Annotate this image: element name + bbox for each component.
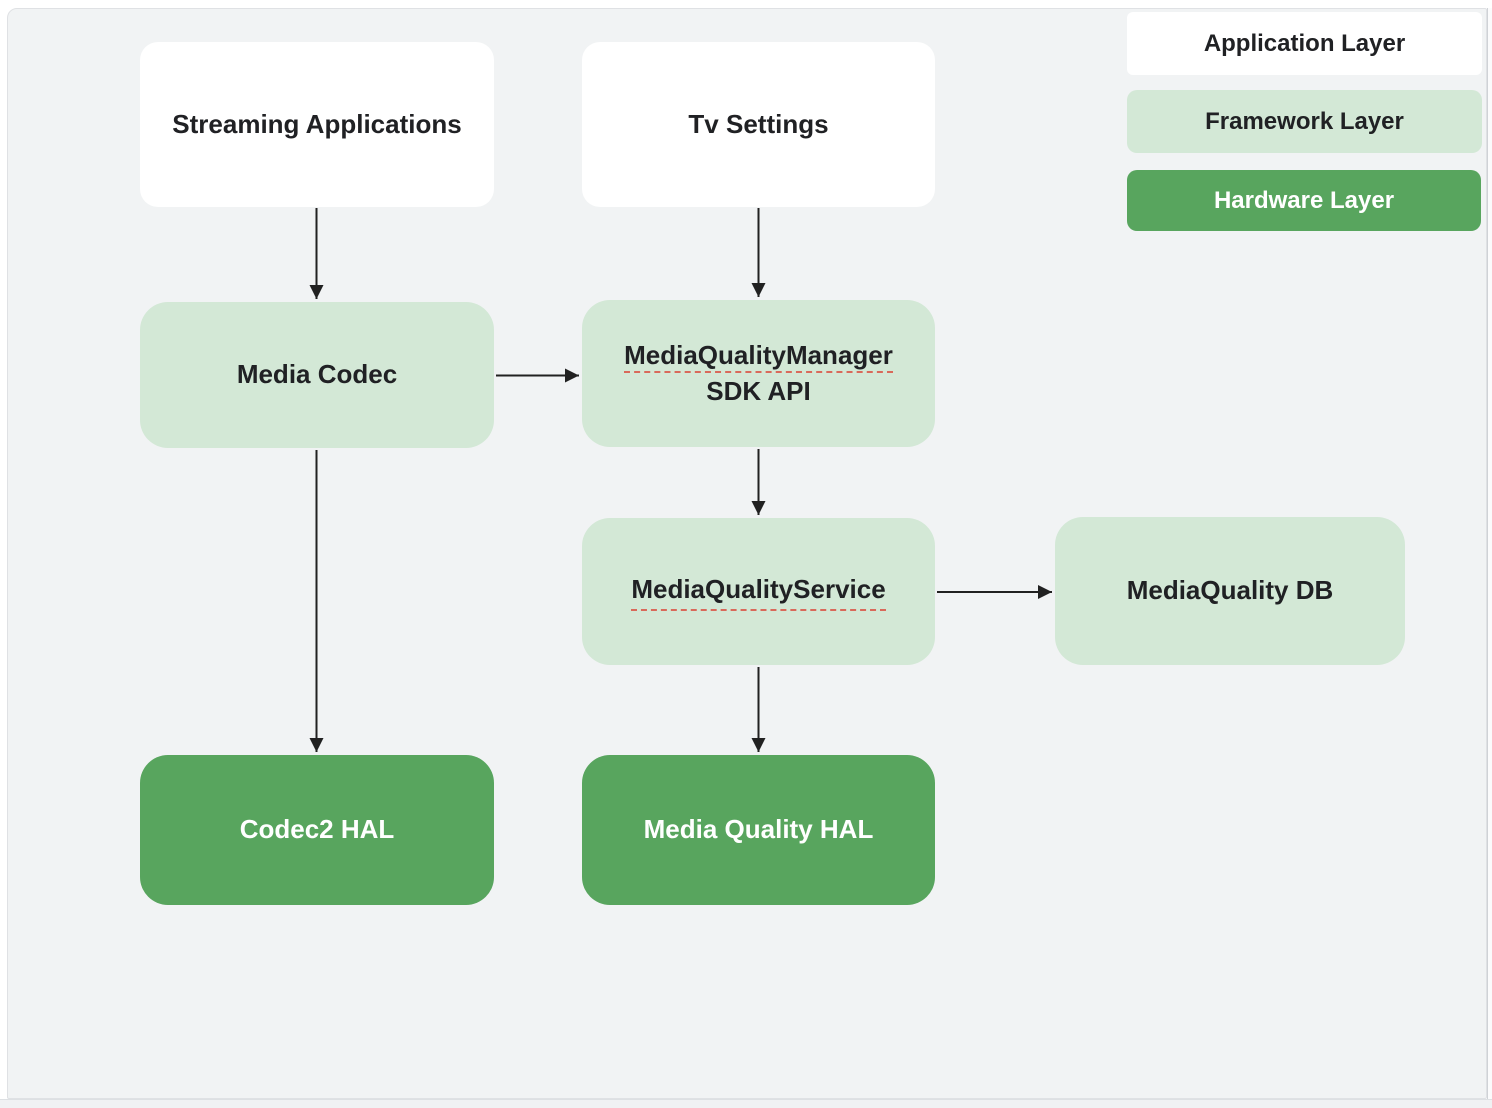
node-media-codec: Media Codec [140, 302, 494, 448]
legend-label: Hardware Layer [1213, 186, 1395, 214]
legend-hardware-layer: Hardware Layer [1127, 170, 1481, 231]
legend-label: Application Layer [1203, 29, 1406, 57]
node-media-quality-hal: Media Quality HAL [582, 755, 935, 905]
node-label: Media Quality HAL [643, 814, 874, 845]
node-label: Media Codec [236, 359, 398, 390]
node-label: Streaming Applications [172, 108, 462, 139]
legend-label: Framework Layer [1205, 107, 1404, 135]
node-label-line2: SDK API [706, 375, 811, 406]
node-mediaqualityservice: MediaQualityService [582, 518, 935, 665]
legend-framework-layer: Framework Layer [1127, 90, 1482, 153]
node-codec2-hal: Codec2 HAL [140, 755, 494, 905]
node-label: Tv Settings [688, 108, 829, 139]
node-label: MediaQualityService [631, 572, 886, 611]
right-gutter [1487, 8, 1492, 1099]
node-tv-settings: Tv Settings [582, 42, 935, 207]
node-label: Codec2 HAL [239, 814, 395, 845]
node-mediaquality-db: MediaQuality DB [1055, 517, 1405, 665]
node-label-line1: MediaQualityManager [624, 340, 893, 374]
bottom-strip [0, 1099, 1492, 1108]
node-streaming-applications: Streaming Applications [140, 42, 494, 207]
node-label: MediaQuality DB [1126, 575, 1334, 606]
legend-application-layer: Application Layer [1127, 12, 1482, 75]
